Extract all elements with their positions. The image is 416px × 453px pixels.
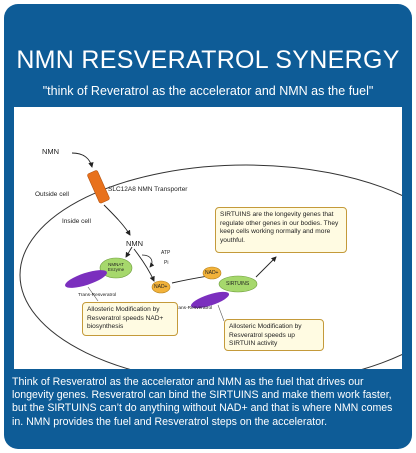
nad-left-shape <box>151 280 171 294</box>
nmn-inner-arrow <box>103 204 131 236</box>
page-title: NMN RESVERATROL SYNERGY <box>16 46 400 74</box>
transporter-label: SLC12A8 NMN Transporter <box>108 186 188 193</box>
nmn-to-enzyme-arrow <box>125 246 133 258</box>
trans-resveratrol-right-label: Trans-Resveratrol <box>174 306 213 311</box>
page-subtitle: "think of Reveratrol as the accelerator … <box>42 84 374 98</box>
allosteric-left-note: Allosteric Modification by Resveratrol s… <box>82 302 178 336</box>
sirtuins-node-shape <box>218 275 258 293</box>
allosteric-right-note: Allosteric Modification by Resveratrol s… <box>224 319 324 351</box>
nad-right-label: NAD+ <box>205 270 219 276</box>
left-note-connector <box>87 286 99 302</box>
pathway-diagram <box>19 152 402 369</box>
resveratrol-left-shape <box>64 270 108 288</box>
footer-text: Think of Resveratrol as the accelerator … <box>12 376 393 428</box>
atp-arrow <box>141 254 155 268</box>
nmn-outside-label: NMN <box>42 147 60 156</box>
pi-label: Pi <box>164 260 169 266</box>
sirtuins-to-note-arrow <box>255 256 277 278</box>
nmnat-enzyme-shape <box>99 257 133 279</box>
enzyme-line-1: NMNAT <box>108 262 124 267</box>
sirtuins-note: SIRTUINS are the longevity genes that re… <box>215 207 347 253</box>
enzyme-line-2: Enzyme <box>107 267 125 272</box>
trans-resveratrol-left-label: Trans-Resveratrol <box>78 293 117 298</box>
nmn-inside-label: NMN <box>126 239 144 248</box>
nad-left-label: NAD+ <box>154 284 168 290</box>
infographic-card: NMN RESVERATROL SYNERGY "think of Revera… <box>4 4 412 449</box>
diagram-panel: NMN Outside cell SLC12A8 NMN Transporter… <box>14 107 402 369</box>
cell-membrane <box>19 164 402 369</box>
nmn-entry-arrow <box>71 152 94 168</box>
atp-label: ATP <box>161 250 171 256</box>
right-note-connector <box>217 304 225 322</box>
transporter-shape <box>87 170 110 204</box>
nmnat-enzyme-label: NMNAT Enzyme <box>102 262 130 272</box>
outside-cell-label: Outside cell <box>35 191 69 198</box>
inside-cell-label: Inside cell <box>62 218 91 225</box>
nmn-to-nad-arrow <box>133 248 155 282</box>
nad-right-shape <box>202 266 222 280</box>
sirtuins-node-label: SIRTUINS <box>226 281 250 287</box>
resveratrol-right-shape <box>190 291 230 309</box>
